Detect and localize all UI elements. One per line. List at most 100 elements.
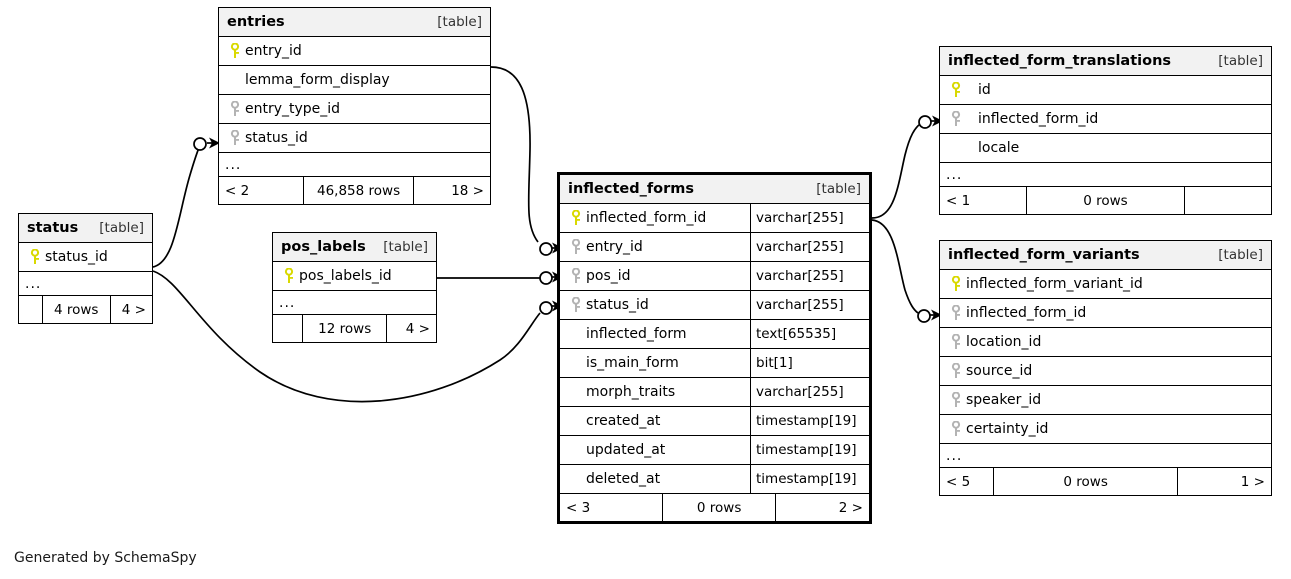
primary-key-icon — [279, 268, 299, 284]
table-entries[interactable]: entries [table] entry_id lemma_form_disp… — [218, 7, 491, 205]
generated-by-credit: Generated by SchemaSpy — [14, 550, 197, 566]
column-row[interactable]: id — [940, 76, 1271, 105]
table-footer-status: 4 rows 4 > — [19, 296, 152, 323]
table-title: status — [27, 220, 79, 236]
column-type: timestamp[19] — [750, 465, 869, 493]
incoming-relations-count — [273, 315, 302, 342]
incoming-relations-count: < 3 — [566, 499, 591, 516]
incoming-relations-count — [19, 296, 42, 323]
foreign-key-icon — [566, 239, 586, 255]
table-header-pos-labels: pos_labels [table] — [273, 233, 436, 262]
row-count: 12 rows — [302, 315, 388, 342]
edge-entries-inflected-forms — [490, 66, 539, 243]
column-name: created_at — [586, 413, 661, 429]
edge-status-entries — [152, 144, 201, 268]
foreign-key-icon — [946, 334, 966, 350]
column-row[interactable]: inflected_form_variant_id — [940, 270, 1271, 299]
outgoing-relations-count — [1185, 187, 1271, 214]
column-row[interactable]: created_at timestamp[19] — [560, 407, 869, 436]
column-name: certainty_id — [966, 421, 1049, 437]
column-row[interactable]: lemma_form_display — [219, 66, 490, 95]
table-header-inflected-forms: inflected_forms [table] — [560, 175, 869, 204]
column-row[interactable]: status_id — [19, 243, 152, 272]
outgoing-relations-count: 2 > — [838, 499, 863, 516]
column-type: varchar[255] — [750, 262, 869, 290]
column-name: morph_traits — [586, 384, 676, 400]
column-name: inflected_form_id — [966, 305, 1087, 321]
foreign-key-icon — [946, 363, 966, 379]
column-type: timestamp[19] — [750, 436, 869, 464]
foreign-key-icon — [946, 305, 966, 321]
foreign-key-icon — [566, 268, 586, 284]
outgoing-relations-count: 18 > — [451, 182, 484, 199]
column-name: inflected_form_id — [586, 210, 707, 226]
column-type: varchar[255] — [750, 378, 869, 406]
incoming-relations-count: < 1 — [946, 192, 971, 209]
column-row[interactable]: location_id — [940, 328, 1271, 357]
primary-key-icon — [566, 210, 586, 226]
table-tag: [table] — [1218, 53, 1263, 69]
table-header-inflected-form-variants: inflected_form_variants [table] — [940, 241, 1271, 270]
table-header-entries: entries [table] — [219, 8, 490, 37]
column-type: varchar[255] — [750, 204, 869, 232]
column-row[interactable]: certainty_id — [940, 415, 1271, 444]
column-type: bit[1] — [750, 349, 869, 377]
column-row[interactable]: pos_labels_id — [273, 262, 436, 291]
column-row[interactable]: inflected_form_id — [940, 299, 1271, 328]
column-name: id — [978, 82, 991, 98]
column-row[interactable]: speaker_id — [940, 386, 1271, 415]
column-row[interactable]: inflected_form_id — [940, 105, 1271, 134]
more-columns-indicator: ... — [19, 272, 152, 296]
incoming-relations-count: < 2 — [225, 182, 250, 199]
column-name: pos_id — [586, 268, 631, 284]
table-inflected-forms[interactable]: inflected_forms [table] inflected_form_i… — [557, 172, 872, 524]
table-inflected-form-variants[interactable]: inflected_form_variants [table] inflecte… — [939, 240, 1272, 496]
more-columns-indicator: ... — [940, 444, 1271, 468]
incoming-relations-count: < 5 — [946, 473, 971, 490]
column-name: inflected_form — [586, 326, 687, 342]
table-header-inflected-form-translations: inflected_form_translations [table] — [940, 47, 1271, 76]
column-row[interactable]: entry_type_id — [219, 95, 490, 124]
table-footer-pos-labels: 12 rows 4 > — [273, 315, 436, 342]
row-count: 46,858 rows — [303, 177, 415, 204]
column-name: deleted_at — [586, 471, 661, 487]
table-inflected-form-translations[interactable]: inflected_form_translations [table] id i… — [939, 46, 1272, 215]
column-row[interactable]: is_main_form bit[1] — [560, 349, 869, 378]
column-row[interactable]: inflected_form_id varchar[255] — [560, 204, 869, 233]
more-columns-indicator: ... — [219, 153, 490, 177]
more-columns-indicator: ... — [273, 291, 436, 315]
row-count: 0 rows — [992, 468, 1179, 495]
column-name: speaker_id — [966, 392, 1042, 408]
column-name: source_id — [966, 363, 1033, 379]
table-status[interactable]: status [table] status_id ... 4 rows 4 > — [18, 213, 153, 324]
row-count: 0 rows — [1026, 187, 1185, 214]
column-row[interactable]: entry_id varchar[255] — [560, 233, 869, 262]
column-row[interactable]: locale — [940, 134, 1271, 163]
table-tag: [table] — [437, 14, 482, 30]
column-type: varchar[255] — [750, 233, 869, 261]
column-row[interactable]: deleted_at timestamp[19] — [560, 465, 869, 494]
column-row[interactable]: status_id — [219, 124, 490, 153]
column-row[interactable]: entry_id — [219, 37, 490, 66]
column-row[interactable]: source_id — [940, 357, 1271, 386]
table-footer-entries: < 2 46,858 rows 18 > — [219, 177, 490, 204]
column-row[interactable]: updated_at timestamp[19] — [560, 436, 869, 465]
outgoing-relations-count: 1 > — [1240, 473, 1265, 490]
foreign-key-icon — [225, 130, 245, 146]
column-row[interactable]: status_id varchar[255] — [560, 291, 869, 320]
outgoing-relations-count: 4 > — [405, 320, 430, 337]
column-row[interactable]: pos_id varchar[255] — [560, 262, 869, 291]
column-row[interactable]: inflected_form text[65535] — [560, 320, 869, 349]
edge-inflected-forms-translations — [871, 123, 921, 219]
table-pos-labels[interactable]: pos_labels [table] pos_labels_id ... 12 … — [272, 232, 437, 343]
column-name: pos_labels_id — [299, 268, 392, 284]
table-title: inflected_form_translations — [948, 53, 1172, 69]
outgoing-relations-count: 4 > — [121, 301, 146, 318]
table-title: inflected_form_variants — [948, 247, 1140, 263]
foreign-key-icon — [225, 101, 245, 117]
table-tag: [table] — [383, 239, 428, 255]
column-name: lemma_form_display — [245, 72, 390, 88]
column-row[interactable]: morph_traits varchar[255] — [560, 378, 869, 407]
more-columns-indicator: ... — [940, 163, 1271, 187]
column-name: entry_id — [586, 239, 643, 255]
